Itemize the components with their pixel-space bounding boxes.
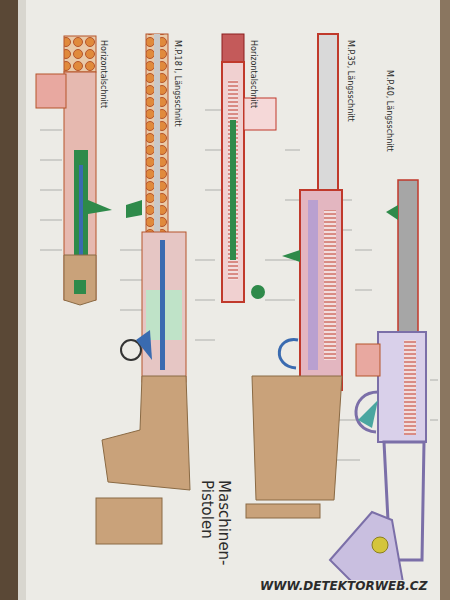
mp40-long-section — [330, 180, 426, 590]
mp35-long-section — [246, 34, 342, 518]
section-title: Horizontalschnitt — [99, 40, 108, 108]
mp18-long-section — [96, 34, 190, 544]
page-title: Maschinen- Pistolen — [198, 480, 233, 570]
section-title: M.P.40, Längsschnitt — [385, 70, 394, 152]
mp18-horizontal-section — [36, 36, 112, 305]
watermark: WWW.DETEKTORWEB.CZ — [258, 580, 429, 594]
section-title: M.P.18 I, Längsschnitt — [173, 40, 182, 127]
section-title: Horizontalschnitt — [249, 40, 258, 108]
mp35-horizontal-section — [222, 34, 276, 302]
section-title: M.P.35, Längsschnitt — [346, 40, 355, 122]
